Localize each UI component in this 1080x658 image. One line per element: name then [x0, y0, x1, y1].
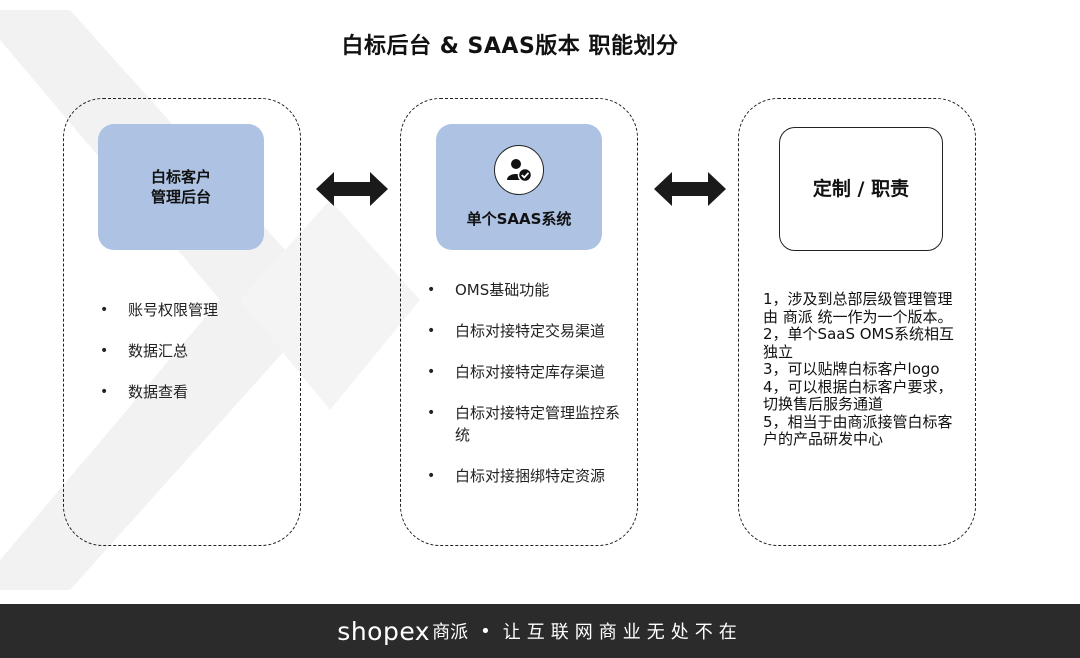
bullet: •: [427, 405, 436, 421]
bullet: •: [427, 468, 436, 484]
header-line: 白标客户: [150, 168, 211, 186]
header-line: 管理后台: [150, 188, 211, 206]
bullet: •: [100, 302, 109, 318]
footer-bar: shopex 商派 • 让互联网商业无处不在: [0, 604, 1080, 658]
bullet: •: [100, 343, 109, 359]
note-item: 1，涉及到总部层级管理管理由 商派 统一作为一个版本。: [763, 290, 953, 326]
note-item: 3，可以贴牌白标客户logo: [763, 360, 940, 378]
bullet: •: [427, 282, 436, 298]
list-item: •白标对接特定库存渠道: [427, 363, 606, 381]
feature-list-saas: •OMS基础功能 •白标对接特定交易渠道 •白标对接特定库存渠道 •白标对接特定…: [401, 279, 639, 506]
header-box-customization: 定制 / 职责: [779, 127, 943, 251]
responsibility-notes: 1，涉及到总部层级管理管理由 商派 统一作为一个版本。 2，单个SaaS OMS…: [763, 290, 959, 449]
header-line: 单个SAAS系统: [466, 210, 572, 228]
feature-list-admin: •账号权限管理 •数据汇总 •数据查看: [64, 299, 302, 422]
footer-slogan: 让互联网商业无处不在: [502, 622, 743, 643]
note-item: 5，相当于由商派接管白标客户的产品研发中心: [763, 412, 953, 448]
shopex-logo: shopex: [337, 616, 431, 646]
panel-whitelabel-admin: 白标客户 管理后台 •账号权限管理 •数据汇总 •数据查看: [63, 98, 301, 546]
bullet: •: [427, 323, 436, 339]
user-check-icon: [494, 145, 544, 195]
page-title: 白标后台 & SAAS版本 职能划分: [341, 34, 679, 59]
list-item: •白标对接捆绑特定资源: [427, 467, 606, 485]
header-box-whitelabel-admin: 白标客户 管理后台: [98, 124, 264, 250]
double-arrow-icon: [654, 172, 726, 206]
double-arrow-icon: [316, 172, 388, 206]
note-item: 4，可以根据白标客户要求，切换售后服务通道: [763, 377, 953, 413]
list-item: •账号权限管理: [100, 301, 219, 319]
list-item: •OMS基础功能: [427, 281, 550, 299]
list-item: •白标对接特定交易渠道: [427, 322, 606, 340]
footer-separator: •: [480, 620, 491, 642]
header-line: 定制 / 职责: [812, 178, 910, 200]
bullet: •: [100, 384, 109, 400]
panel-customization: 定制 / 职责 1，涉及到总部层级管理管理由 商派 统一作为一个版本。 2，单个…: [738, 98, 976, 546]
list-item: •数据查看: [100, 383, 189, 401]
panel-single-saas: 单个SAAS系统 •OMS基础功能 •白标对接特定交易渠道 •白标对接特定库存渠…: [400, 98, 638, 546]
bullet: •: [427, 364, 436, 380]
note-item: 2，单个SaaS OMS系统相互独立: [763, 325, 955, 361]
list-item: •数据汇总: [100, 342, 189, 360]
list-item: •白标对接特定管理监控系统: [427, 404, 621, 444]
brand-chinese-name: 商派: [432, 622, 469, 643]
header-box-single-saas: 单个SAAS系统: [436, 124, 602, 250]
